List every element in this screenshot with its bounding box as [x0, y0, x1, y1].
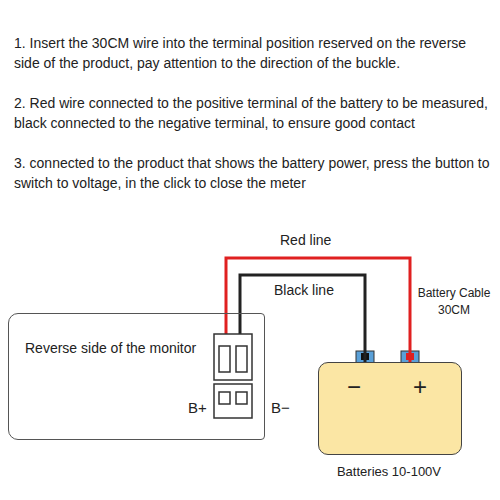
pin-label: B− [271, 397, 290, 418]
black-wire-stub [239, 313, 242, 334]
monitor-label: Reverse side of the monitor [25, 340, 196, 356]
instruction-2: 2. Red wire connected to the positive te… [14, 94, 490, 133]
red-wire [226, 258, 410, 362]
monitor-box: Reverse side of the monitor [8, 313, 265, 440]
battery-box: −+Batteries 10-100V [318, 362, 462, 455]
wire-label: Black line [272, 282, 336, 298]
instruction-1: 1. Insert the 30CM wire into the termina… [14, 34, 490, 73]
wire-label: Red line [278, 232, 333, 248]
pin-label: B+ [188, 397, 207, 418]
instruction-3: 3. connected to the product that shows t… [14, 154, 490, 193]
terminal-connector [214, 334, 252, 418]
battery-caption: Batteries 10-100V [337, 464, 441, 479]
red-wire-stub [225, 313, 228, 334]
black-wire [240, 275, 365, 362]
minus-sign: − [347, 373, 361, 401]
cable-note: Battery Cable 30CM [410, 285, 498, 319]
plus-sign: + [413, 373, 427, 401]
